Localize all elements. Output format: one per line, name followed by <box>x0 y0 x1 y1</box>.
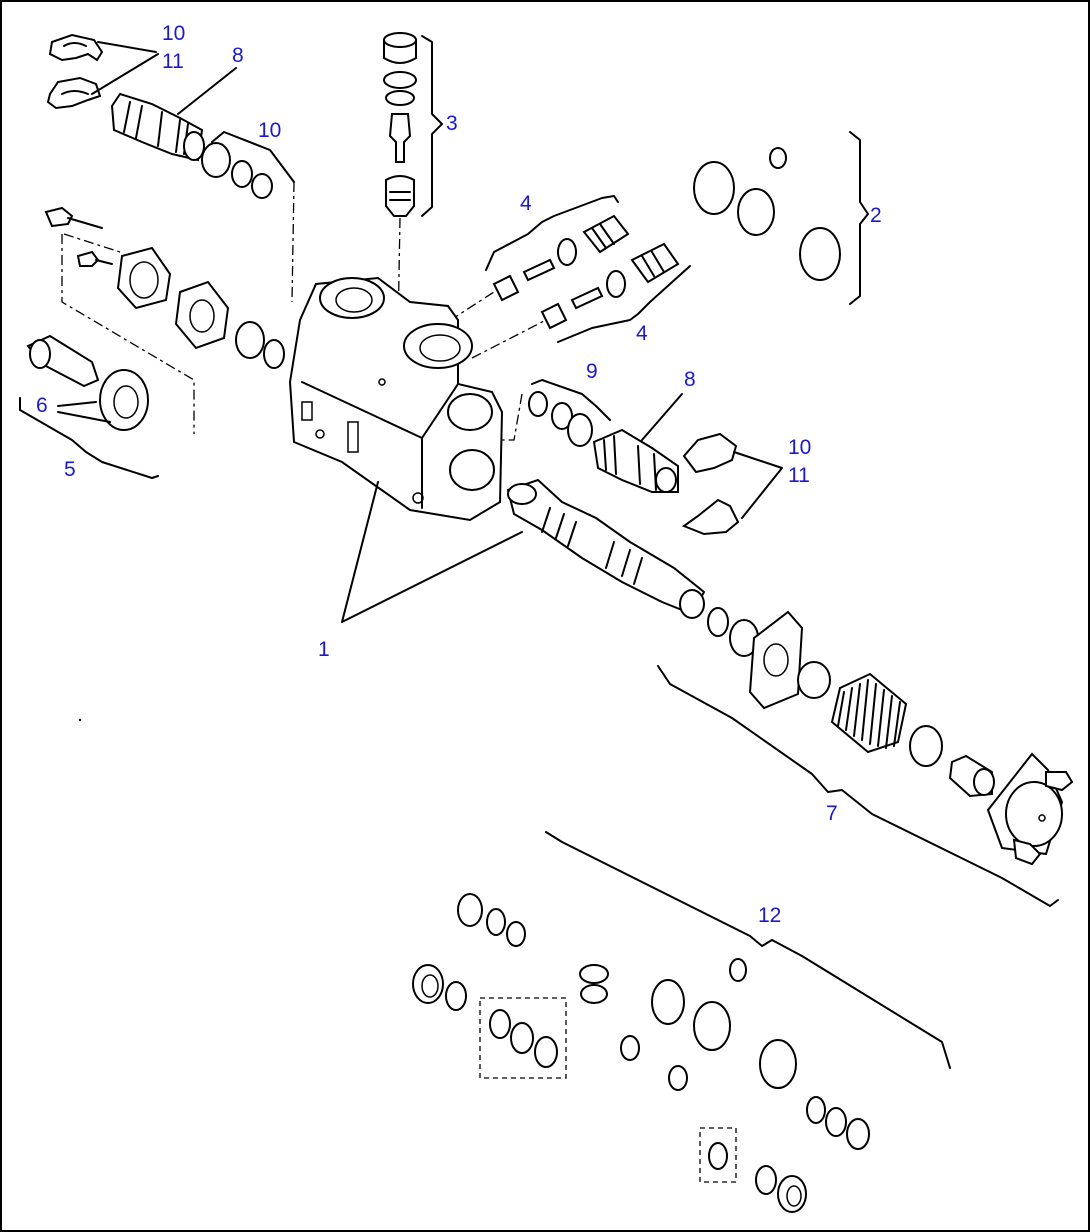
spring-seat <box>909 725 943 767</box>
bracket-4-bottom <box>557 265 691 343</box>
callout-10: 10 <box>162 22 185 45</box>
stopper <box>948 754 995 798</box>
o-ring <box>707 607 729 637</box>
callout-6: 6 <box>36 394 48 417</box>
dashed-box <box>479 997 567 1079</box>
clip-part-mid-upper <box>682 432 738 474</box>
o-ring <box>201 142 231 178</box>
center-line <box>397 217 401 333</box>
o-ring <box>799 227 841 281</box>
bracket-9 <box>531 379 611 421</box>
gasket <box>748 610 804 710</box>
clip-part-lower <box>46 76 102 110</box>
o-ring <box>251 173 273 199</box>
center-line <box>431 291 547 359</box>
leader-6 <box>57 401 111 423</box>
spool-1 <box>506 478 706 619</box>
callout-10: 10 <box>788 436 811 459</box>
dashed-group-5 <box>61 233 195 434</box>
bracket-4-top <box>485 195 619 271</box>
callout-12: 12 <box>758 904 781 927</box>
plug-set-4-lower <box>540 242 680 330</box>
callout-9: 9 <box>586 360 598 383</box>
o-ring <box>551 402 573 430</box>
bracket-5 <box>19 397 159 479</box>
o-ring <box>263 339 285 369</box>
dashed-box <box>699 1127 737 1183</box>
check-valve-8-mid <box>592 428 679 493</box>
o-ring <box>769 147 787 169</box>
bolts <box>44 206 113 267</box>
valve-body-1 <box>288 276 504 522</box>
leader-8-top <box>177 67 237 115</box>
bracket-12 <box>545 831 951 1069</box>
leader-10-11-mid <box>733 451 783 519</box>
callout-2: 2 <box>870 204 882 227</box>
leader-8-mid <box>641 393 683 441</box>
leader-1 <box>341 481 523 623</box>
check-valve-8-top <box>110 92 205 162</box>
spring <box>830 672 908 754</box>
center-line <box>291 181 295 303</box>
clip-part-top <box>48 33 104 62</box>
plug-set-4-upper <box>492 214 630 302</box>
callout-3: 3 <box>446 112 458 135</box>
callout-5: 5 <box>64 458 76 481</box>
callout-1: 1 <box>318 638 330 661</box>
spring-seat <box>797 661 831 699</box>
bracket-10 <box>211 131 295 183</box>
bracket-2 <box>849 131 869 305</box>
bracket-7 <box>657 665 1059 907</box>
o-ring <box>567 413 593 447</box>
seal-kit-12 <box>412 893 870 1213</box>
callout-11: 11 <box>162 50 184 73</box>
flange-plate <box>116 246 172 310</box>
plug-kit-3 <box>383 32 417 217</box>
callout-11: 11 <box>788 464 810 487</box>
end-cap <box>986 752 1074 866</box>
o-ring <box>231 160 253 188</box>
center-line <box>502 393 523 441</box>
o-ring <box>693 161 735 215</box>
callout-4: 4 <box>520 192 532 215</box>
seal-ring <box>235 321 265 359</box>
callout-8: 8 <box>684 368 696 391</box>
callout-7: 7 <box>826 802 838 825</box>
o-ring <box>737 188 775 236</box>
o-ring <box>528 391 548 417</box>
spool-end-6 <box>26 334 149 431</box>
callout-4: 4 <box>636 322 648 345</box>
gasket <box>174 280 230 350</box>
callout-10: 10 <box>258 119 281 142</box>
clip-part-mid-lower <box>681 498 740 536</box>
leader-10-11-top <box>91 41 159 95</box>
callout-8: 8 <box>232 44 244 67</box>
bracket-3 <box>421 35 443 217</box>
